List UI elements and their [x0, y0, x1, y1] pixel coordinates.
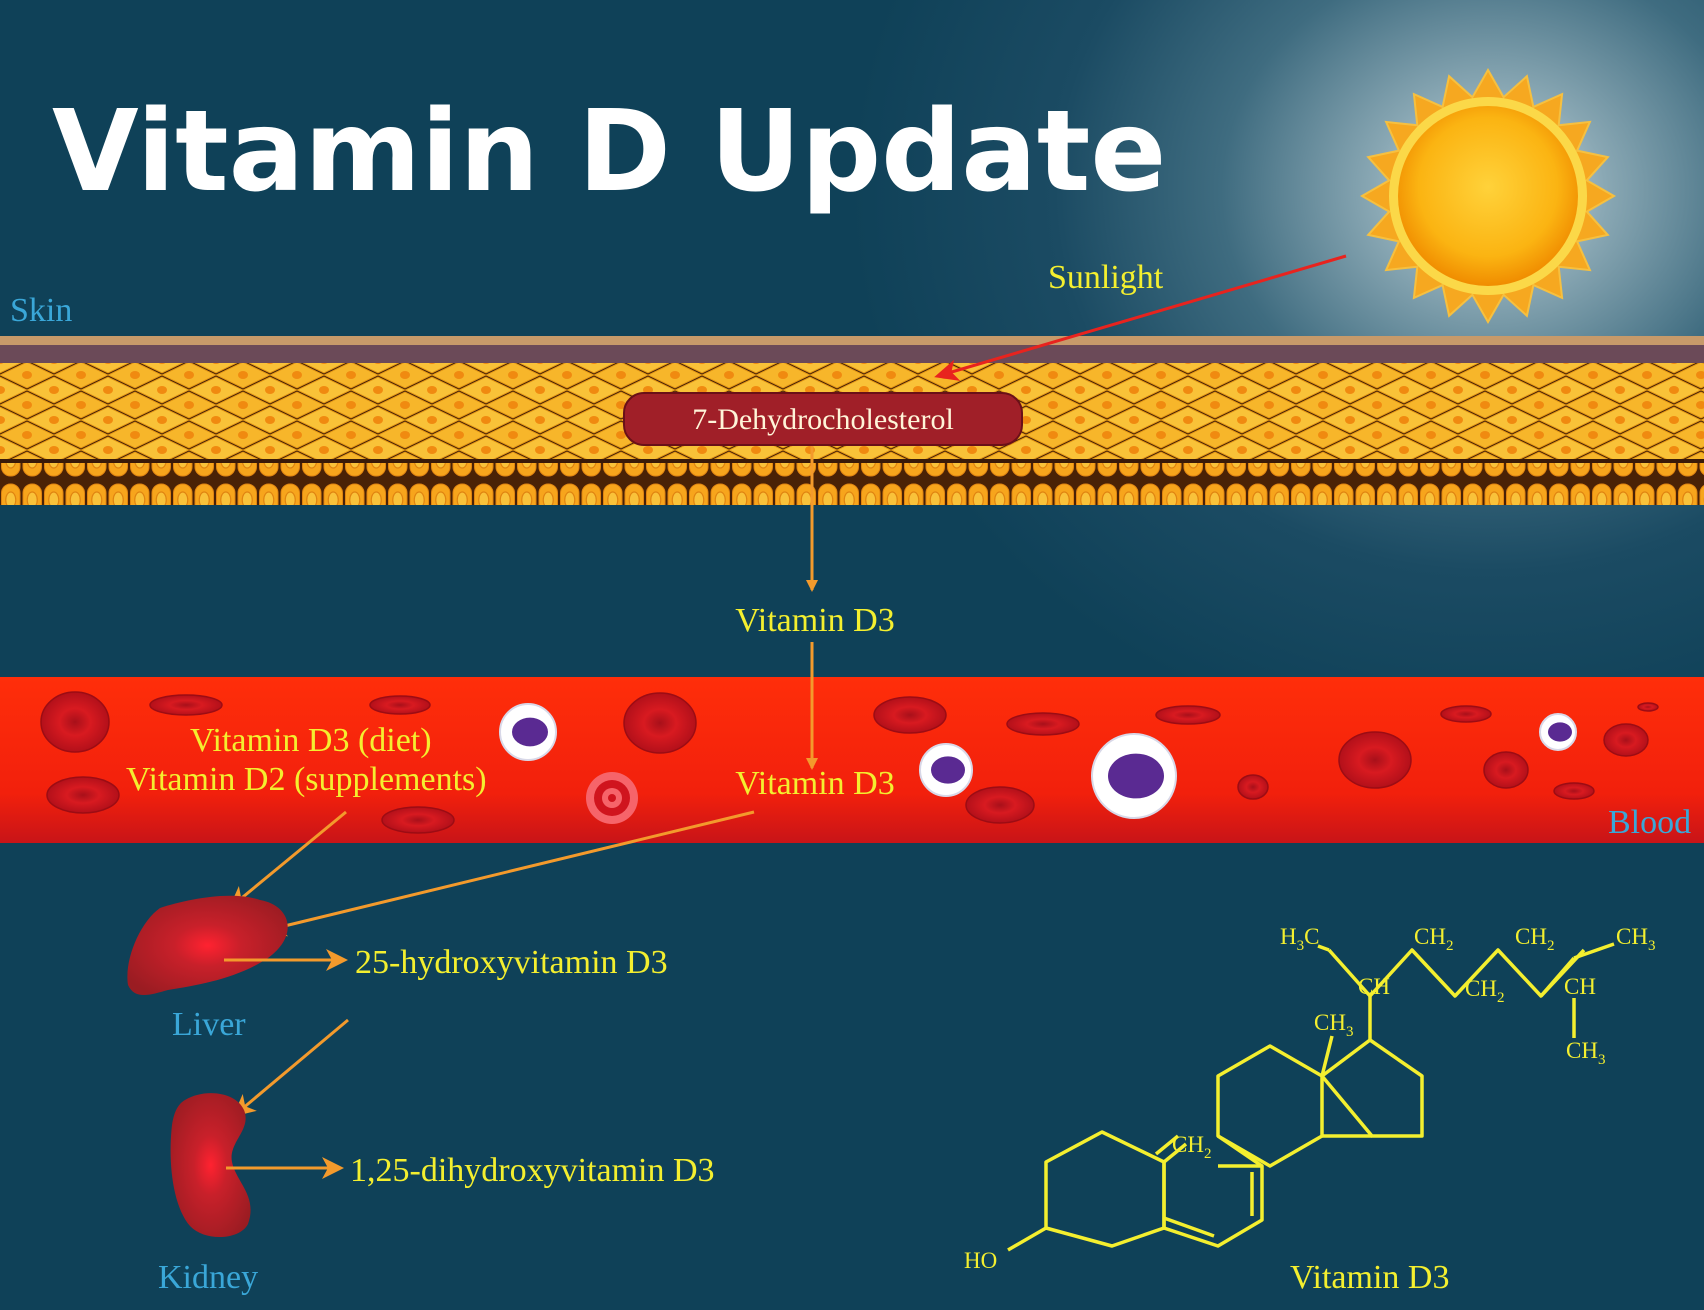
- svg-text:CH2: CH2: [1515, 924, 1554, 954]
- vitamin-d3-blood-label: Vitamin D3: [735, 765, 894, 802]
- ch2-label-c: CH: [1515, 924, 1547, 949]
- hydroxy-25-label: 25-hydroxyvitamin D3: [355, 944, 668, 981]
- blood-to-liver-arrow: [264, 810, 755, 937]
- svg-text:H3C: H3C: [1280, 924, 1319, 954]
- dehydrocholesterol-label: 7-Dehydrocholesterol: [692, 403, 954, 436]
- white-blood-cell-nucleus: [512, 717, 548, 747]
- dihydroxy-label: 1,25-dihydroxyvitamin D3: [350, 1152, 715, 1189]
- vitamin-d3-skin-label: Vitamin D3: [735, 602, 894, 639]
- diet-label: Vitamin D3 (diet): [190, 722, 432, 759]
- skin-label: Skin: [10, 292, 72, 329]
- red-blood-cell-icon: [46, 776, 120, 814]
- h3c-label: H: [1280, 924, 1297, 949]
- ho-label: HO: [964, 1248, 997, 1273]
- diet-to-liver-arrow: [228, 810, 347, 909]
- red-blood-cell-icon: [1155, 705, 1221, 725]
- red-blood-cell-icon: [149, 694, 223, 716]
- svg-text:CH3: CH3: [1616, 924, 1655, 954]
- red-blood-cell-icon: [369, 695, 431, 715]
- kidney-icon: [170, 1093, 251, 1238]
- red-blood-cell-icon: [40, 691, 110, 753]
- kidney-label: Kidney: [158, 1259, 258, 1296]
- ch2-label-a: CH: [1414, 924, 1446, 949]
- page-title: Vitamin D Update: [52, 87, 1166, 217]
- structure-caption: Vitamin D3: [1290, 1259, 1449, 1296]
- svg-text:CH2: CH2: [1414, 924, 1453, 954]
- svg-text:CH2: CH2: [1172, 1132, 1211, 1162]
- red-blood-cell-icon: [1440, 705, 1492, 723]
- svg-text:CH3: CH3: [1566, 1038, 1605, 1068]
- red-blood-cell-icon: [1603, 723, 1649, 757]
- ch-label-b: CH: [1564, 974, 1596, 999]
- sun-icon: [1359, 67, 1617, 325]
- liver-to-kidney-arrow: [232, 1018, 349, 1117]
- supplements-label: Vitamin D2 (supplements): [126, 761, 487, 798]
- red-blood-cell-icon: [873, 696, 947, 734]
- red-blood-cell-icon: [381, 806, 455, 834]
- red-blood-cell-icon: [1338, 731, 1412, 789]
- red-blood-cell-icon: [623, 692, 697, 754]
- ch2-label-b: CH: [1465, 976, 1497, 1001]
- red-blood-cell-icon: [1006, 712, 1080, 736]
- ch3-ring-label: CH: [1314, 1010, 1346, 1035]
- ch3-label-b: CH: [1566, 1038, 1598, 1063]
- white-blood-cell-nucleus: [1548, 722, 1572, 742]
- ch-label-a: CH: [1358, 974, 1390, 999]
- liver-label: Liver: [172, 1006, 246, 1043]
- target-cell-icon: [608, 794, 616, 802]
- svg-text:CH2: CH2: [1465, 976, 1504, 1006]
- dehydrocholesterol-badge: 7-Dehydrocholesterol: [623, 392, 1023, 446]
- red-blood-cell-icon: [1483, 751, 1529, 789]
- svg-text:CH3: CH3: [1314, 1010, 1353, 1040]
- white-blood-cell-nucleus: [1108, 753, 1164, 799]
- white-blood-cell-nucleus: [931, 756, 965, 784]
- red-blood-cell-icon: [1637, 702, 1659, 712]
- liver-icon: [127, 895, 288, 995]
- ch3-label-a: CH: [1616, 924, 1648, 949]
- structure-labels: H3C CH CH2 CH2 CH2 CH CH3 CH3 CH3 CH2 HO: [964, 924, 1655, 1273]
- sunlight-arrow: [934, 254, 1347, 381]
- blood-vessel: [0, 677, 1704, 843]
- ch2-ring-label: CH: [1172, 1132, 1204, 1157]
- sunlight-label: Sunlight: [1048, 259, 1164, 296]
- red-blood-cell-icon: [1553, 782, 1595, 800]
- red-blood-cell-icon: [1237, 774, 1269, 800]
- red-blood-cell-icon: [965, 786, 1035, 824]
- vitamin-d3-structure: [1007, 942, 1615, 1252]
- blood-label: Blood: [1608, 804, 1691, 841]
